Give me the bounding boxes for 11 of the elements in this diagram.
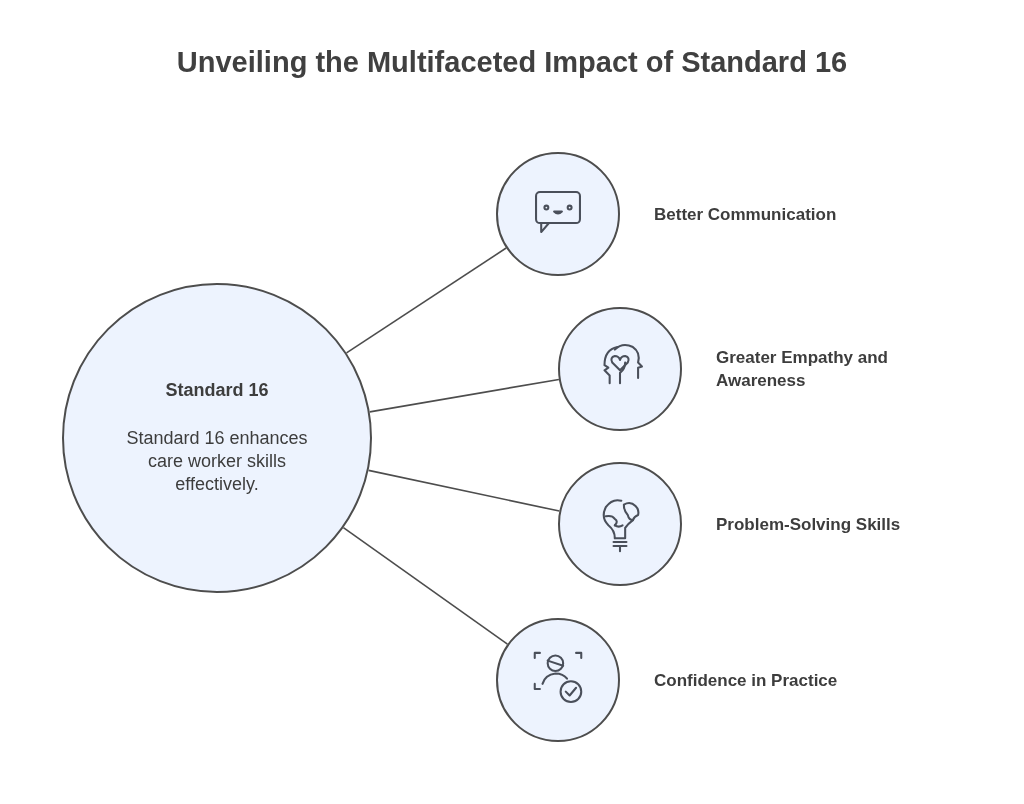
item-label: Problem-Solving Skills bbox=[716, 513, 902, 536]
item-label: Greater Empathy and Awareness bbox=[716, 347, 889, 392]
connector-line bbox=[367, 469, 561, 512]
diagram-title: Unveiling the Multifaceted Impact of Standard 16 bbox=[175, 46, 849, 79]
item-label: Better Communication bbox=[654, 203, 838, 226]
connector-line bbox=[368, 378, 560, 413]
connector-line bbox=[345, 247, 507, 354]
item-label: Confidence in Practice bbox=[654, 669, 839, 692]
node-heading: Standard 16 bbox=[165, 380, 269, 401]
node-description: Standard 16 enhances care worker skills effectively. bbox=[125, 427, 309, 496]
connector-line bbox=[342, 526, 509, 645]
